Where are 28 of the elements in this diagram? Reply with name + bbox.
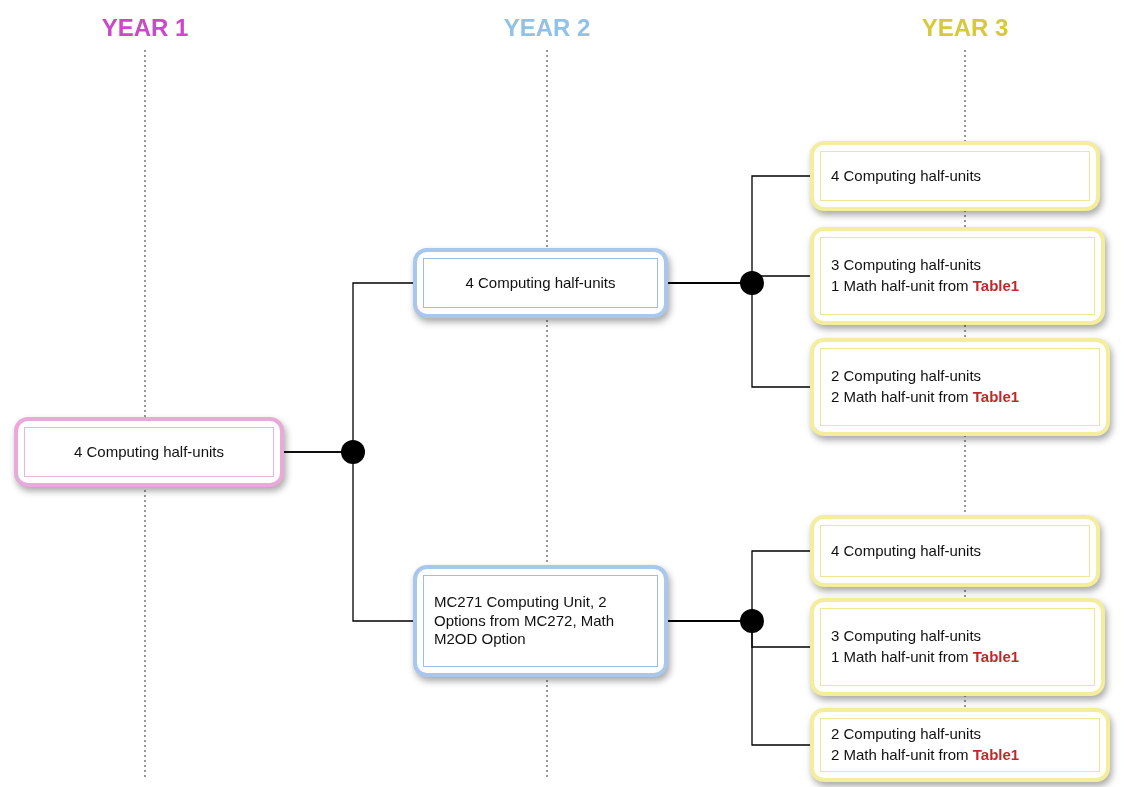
course-text: 1 Math half-unit from Table1: [831, 277, 1020, 296]
course-text: 2 Math half-unit from Table1: [831, 388, 1020, 407]
course-box: [810, 338, 1110, 436]
course-text: 4 Computing half-units: [831, 166, 982, 186]
year-heading: YEAR 3: [921, 14, 1009, 41]
course-text: 4 Computing half-units: [465, 273, 616, 293]
course-box: [413, 248, 668, 318]
year-heading: YEAR 1: [101, 14, 189, 41]
course-text: MC271 Computing Unit, 2 Options from MC272, Math M2OD Option: [434, 592, 616, 650]
course-text: 3 Computing half-units: [831, 256, 982, 275]
course-box: [810, 598, 1105, 696]
course-box: [413, 565, 668, 677]
connector-line: [283, 451, 414, 622]
course-text: 2 Computing half-units: [831, 367, 982, 386]
connector-line: [667, 620, 811, 746]
course-text: 3 Computing half-units: [831, 627, 982, 646]
course-box: [810, 515, 1100, 587]
course-text: 4 Computing half-units: [73, 442, 225, 462]
course-box: [810, 227, 1105, 325]
connector-line: [667, 282, 811, 388]
course-text: 2 Computing half-units: [831, 725, 982, 744]
course-box: [810, 141, 1100, 211]
course-box: [810, 708, 1110, 782]
course-box: [14, 417, 284, 487]
year-heading: YEAR 2: [503, 14, 591, 41]
course-text: 4 Computing half-units: [831, 541, 982, 561]
course-text: 2 Math half-unit from Table1: [831, 746, 1020, 765]
course-text: 1 Math half-unit from Table1: [831, 648, 1020, 667]
